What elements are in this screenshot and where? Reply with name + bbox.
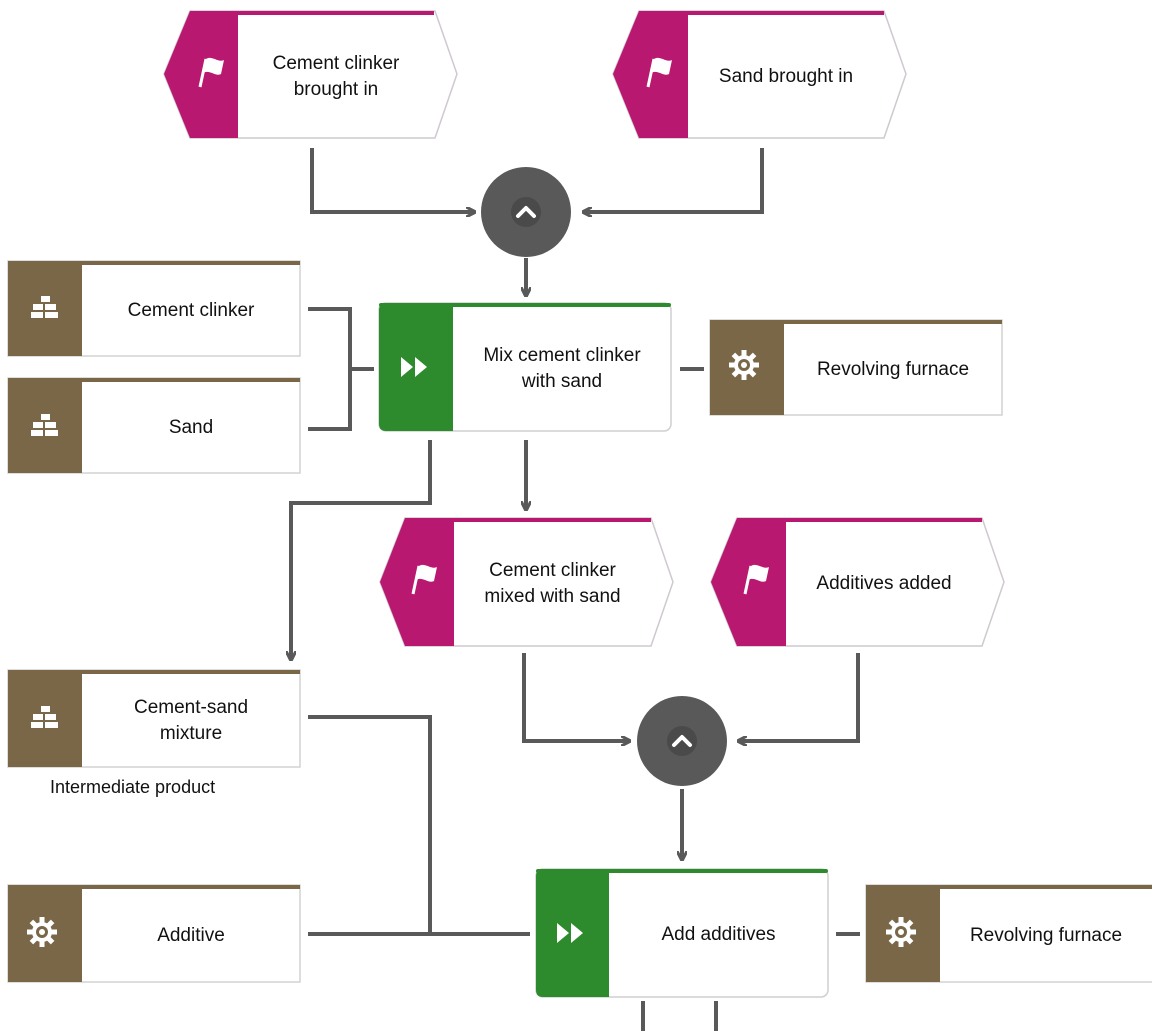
and-connector-1[interactable]	[481, 167, 571, 257]
event-sand-brought-in[interactable]	[612, 10, 907, 139]
and-connector-2[interactable]	[637, 696, 727, 786]
flow-line	[308, 715, 432, 934]
object-cement-sand-mixture[interactable]	[7, 669, 301, 768]
flow-line	[291, 440, 432, 659]
function-mix-cement-clinker[interactable]	[378, 302, 672, 432]
object-caption: Intermediate product	[50, 777, 216, 797]
flow-line	[310, 148, 474, 212]
object-revolving-furnace-1[interactable]	[709, 319, 1003, 416]
flow-line	[584, 148, 764, 212]
object-revolving-furnace-2[interactable]	[865, 884, 1152, 983]
function-add-additives[interactable]	[535, 868, 829, 998]
gear-icon	[27, 917, 57, 947]
gear-icon	[886, 917, 916, 947]
object-additive[interactable]	[7, 884, 301, 983]
flow-line	[522, 653, 629, 741]
event-additives-added[interactable]	[710, 517, 1005, 647]
flow-line	[739, 653, 860, 741]
flow-line	[308, 307, 352, 431]
event-cement-clinker-mixed[interactable]	[379, 517, 674, 647]
object-cement-clinker[interactable]	[7, 260, 301, 357]
gear-icon	[729, 350, 759, 380]
event-cement-clinker-brought-in[interactable]	[163, 10, 458, 139]
object-sand[interactable]	[7, 377, 301, 474]
